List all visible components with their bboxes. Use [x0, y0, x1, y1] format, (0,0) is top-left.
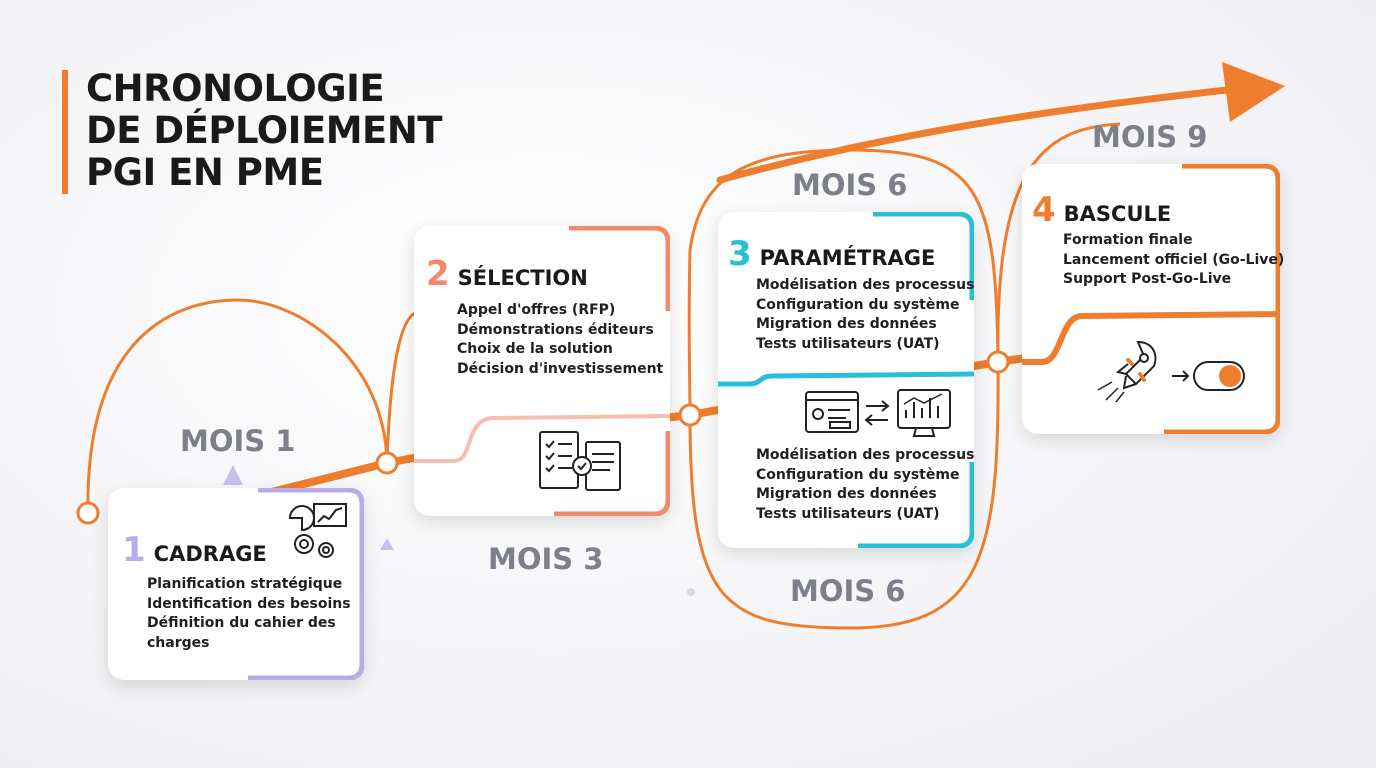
step-2-item: Choix de la solution: [457, 341, 613, 357]
step-card-cadrage: 1 CADRAGE Planification stratégique Iden…: [108, 488, 364, 680]
card-3-header: 3 PARAMÉTRAGE: [728, 234, 935, 274]
title-line-1: CHRONOLOGIE: [86, 67, 385, 110]
step-1-item: Définition du cahier des: [147, 615, 336, 631]
month-label-6-top: MOIS 6: [792, 168, 908, 202]
node-month-6: [986, 350, 1010, 374]
step-2-item: Appel d'offres (RFP): [457, 302, 616, 318]
step-1-item: charges: [147, 634, 210, 651]
month-label-3: MOIS 3: [488, 542, 604, 576]
month-label-9: MOIS 9: [1092, 120, 1208, 154]
card-4-header: 4 BASCULE: [1032, 190, 1171, 230]
step-2-item: Décision d'investissement: [457, 360, 664, 377]
node-start: [76, 501, 100, 525]
marker-dot: [687, 588, 695, 596]
step-1-item: Planification stratégique: [147, 576, 343, 592]
step-3-list: Modélisation des processus Configuration…: [756, 276, 974, 354]
step-4-item: Lancement officiel (Go-Live): [1063, 251, 1285, 268]
month-label-6-bottom: MOIS 6: [790, 574, 906, 608]
step-3-list-repeat: Modélisation des processus Configuration…: [756, 446, 974, 524]
arc-step-1: [86, 298, 389, 514]
month-label-1: MOIS 1: [180, 424, 296, 458]
step-card-parametrage: 3 PARAMÉTRAGE Modélisation des processus…: [718, 212, 974, 548]
marker-triangle-large: [223, 465, 243, 485]
card-1-accent-border: [248, 488, 364, 680]
step-4-item: Support Post-Go-Live: [1063, 271, 1232, 287]
card-2-header: 2 SÉLECTION: [426, 254, 588, 294]
step-card-bascule: 4 BASCULE Formation finale Lancement off…: [1022, 164, 1284, 434]
documents-check-icon: [539, 431, 621, 491]
step-3-item-repeat: Modélisation des processus: [756, 447, 975, 463]
title-line-2: DE DÉPLOIEMENT: [86, 109, 443, 152]
system-migration-icon: [805, 389, 951, 437]
step-3-item: Migration des données: [756, 316, 937, 332]
step-3-item: Tests utilisateurs (UAT): [756, 335, 940, 352]
node-month-3: [678, 403, 702, 427]
card-3-accent-border: [718, 212, 974, 548]
step-number-2: 2: [426, 254, 450, 294]
step-3-item-repeat: Migration des données: [756, 486, 937, 502]
step-card-selection: 2 SÉLECTION Appel d'offres (RFP) Démonst…: [414, 226, 670, 516]
step-title-1: CADRAGE: [153, 542, 267, 566]
card-1-header: 1 CADRAGE: [122, 530, 267, 570]
step-title-3: PARAMÉTRAGE: [759, 246, 936, 270]
step-2-list: Appel d'offres (RFP) Démonstrations édit…: [457, 301, 663, 379]
step-number-4: 4: [1032, 190, 1056, 230]
step-3-item: Configuration du système: [756, 296, 960, 313]
step-3-item-repeat: Configuration du système: [756, 466, 960, 483]
step-2-item: Démonstrations éditeurs: [457, 321, 654, 338]
rocket-toggle-icon: [1097, 340, 1245, 403]
node-month-1: [375, 451, 399, 475]
rising-arrow-line: [716, 84, 1249, 184]
arrow-head: [1222, 62, 1285, 122]
gears-chart-icon: [288, 503, 347, 558]
loop-step-3: [687, 148, 1000, 630]
step-number-1: 1: [122, 530, 146, 570]
arc-step-2: [385, 310, 419, 464]
title-accent-bar: [62, 70, 68, 194]
page-title: CHRONOLOGIE DE DÉPLOIEMENT PGI EN PME: [86, 67, 443, 194]
step-title-2: SÉLECTION: [457, 266, 588, 290]
marker-triangle-small: [380, 538, 394, 550]
step-1-item: Identification des besoins: [147, 595, 351, 612]
title-line-3: PGI EN PME: [86, 151, 324, 194]
step-number-3: 3: [728, 234, 752, 274]
step-4-item: Formation finale: [1063, 232, 1193, 248]
step-3-item: Modélisation des processus: [756, 277, 975, 293]
step-title-4: BASCULE: [1063, 202, 1172, 226]
card-4-accent-border: [1022, 164, 1280, 434]
card-2-accent-border: [414, 226, 670, 516]
step-1-list: Planification stratégique Identification…: [147, 575, 351, 653]
step-4-list: Formation finale Lancement officiel (Go-…: [1063, 231, 1284, 290]
step-3-item-repeat: Tests utilisateurs (UAT): [756, 505, 940, 522]
